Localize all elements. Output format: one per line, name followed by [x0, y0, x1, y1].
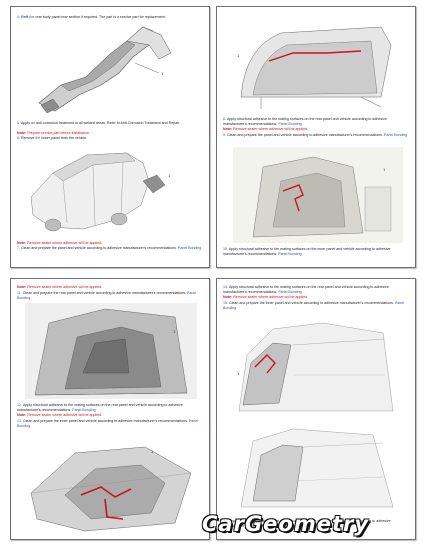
svg-text:1: 1: [168, 174, 170, 178]
outer-panel-illustration: [233, 421, 401, 513]
step-8: 8.Apply structural adhesive to the matin…: [223, 117, 387, 126]
cargeometry-logo: CarGeometry: [202, 512, 370, 536]
floor-panel-illustration: 1: [25, 433, 197, 535]
step-13: 13.Clean and prepare the inner panel and…: [17, 419, 199, 428]
manual-page-4: 14.Apply structural adhesive to the mati…: [216, 278, 416, 540]
manual-page-1: 1 4.Refit the rear body panel rear secti…: [10, 6, 210, 268]
rear-compartment-illustration: 1: [25, 303, 197, 399]
svg-text:1: 1: [383, 168, 385, 172]
manual-page-2: 1 8.Apply structural adhesive to the mat…: [216, 6, 416, 268]
svg-text:1: 1: [237, 54, 239, 58]
wheelhouse-panel-illustration: 1: [231, 17, 403, 113]
svg-text:1: 1: [237, 372, 239, 376]
step-12: 12.Apply structural adhesive to the mati…: [17, 403, 183, 412]
step-16: 16.Apply structural adhesive to the mati…: [223, 519, 391, 528]
note-remove-sealer: Note: Remove sealer where adhesive will …: [223, 127, 309, 131]
note-remove-sealer: Note: Remove sealer where adhesive will …: [223, 295, 309, 299]
note-remove-sealer: Note: Remove sealer where adhesive will …: [17, 413, 103, 417]
svg-text:1: 1: [173, 330, 175, 334]
svg-text:1: 1: [161, 72, 163, 76]
step-14: 14.Apply structural adhesive to the mati…: [223, 285, 389, 294]
manual-page-3: Note: Remove sealer where adhesive will …: [10, 278, 210, 540]
svg-text:1: 1: [151, 450, 153, 454]
rear-frame-illustration: 1: [31, 15, 181, 117]
step-11: 11.Clean and prepare the rear panel and …: [17, 291, 197, 300]
step-5: 5.Apply an anti-corrosion treatment to a…: [17, 121, 181, 125]
step-15: 15.Clean and prepare the inner panel and…: [223, 301, 405, 310]
step-10: 10.Apply structural adhesive to the mati…: [223, 247, 391, 256]
step-4: 4.Refit the rear body panel rear section…: [17, 15, 166, 19]
inner-panel-illustration: 1: [233, 147, 403, 243]
side-structure-illustration: 1: [233, 315, 401, 419]
note-prepare: Note: Prepare service part before instal…: [17, 131, 90, 135]
note-remove-sealer: Note: Remove sealer where adhesive will …: [17, 241, 103, 245]
step-7: 7.Clean and prepare the panel and vehicl…: [17, 246, 202, 250]
step-9: 9.Clean and prepare the panel and vehicl…: [223, 133, 408, 137]
vehicle-body-illustration: 1: [23, 145, 193, 237]
step-6: 6.Remove the lower panel from the vehicl…: [17, 136, 88, 140]
note-remove-sealer: Note: Remove sealer where adhesive will …: [17, 285, 103, 289]
